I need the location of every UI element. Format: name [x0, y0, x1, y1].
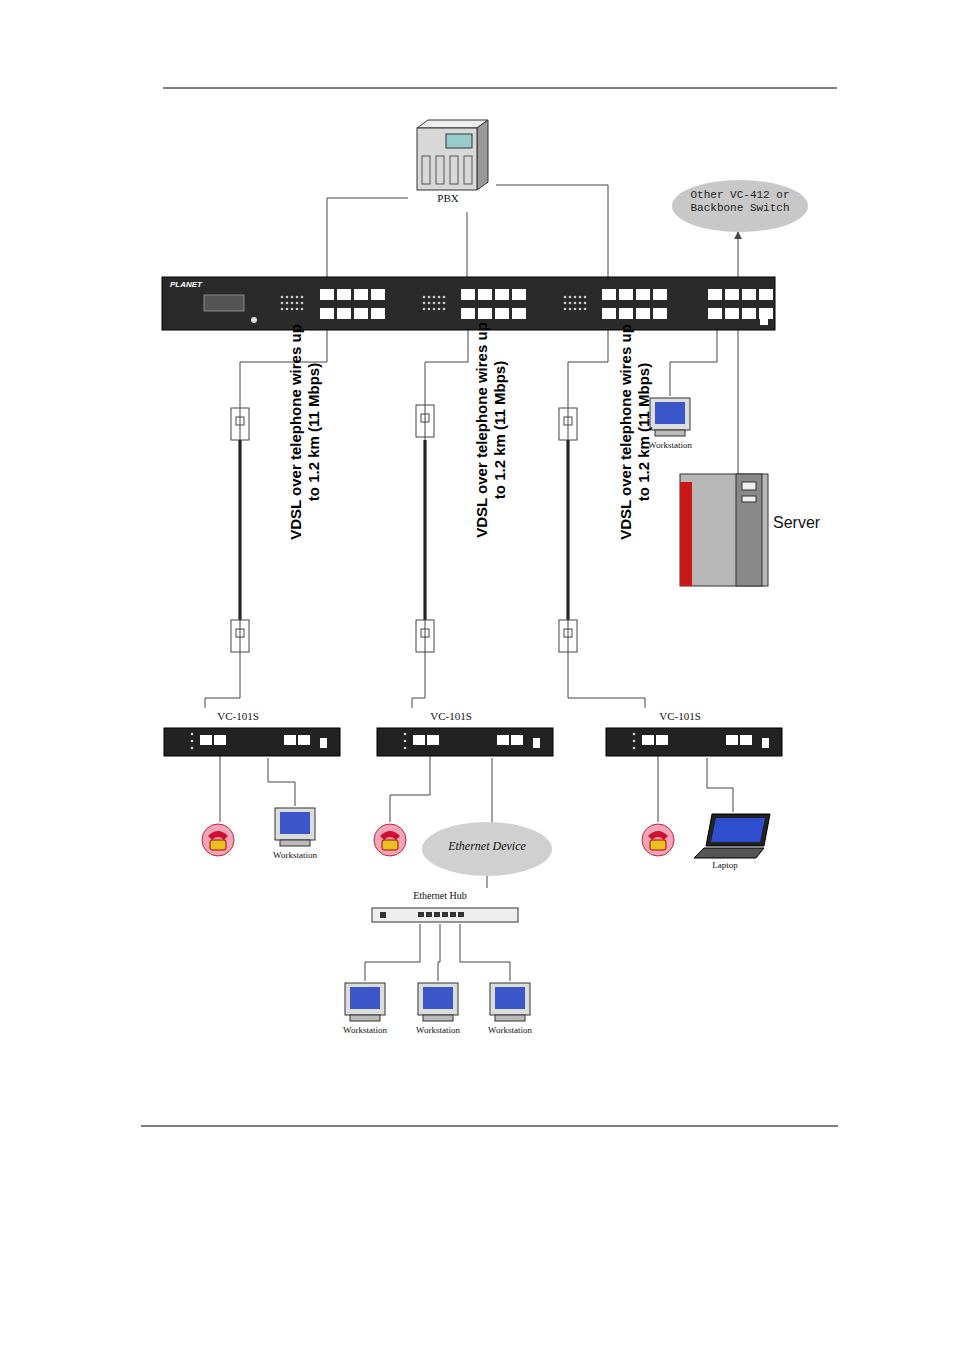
node-label: PBX: [408, 192, 488, 205]
node-label: Laptop: [690, 860, 760, 870]
link-label: VDSL over telephone wires up to 1.2 km (…: [287, 316, 323, 548]
pbx-unit: PBX: [408, 116, 496, 212]
node-label: Other VC-412 or Backbone Switch: [685, 189, 795, 214]
vc-101s-unit: VC-101S: [377, 708, 553, 758]
connector-line: [670, 330, 717, 396]
connector-line: [738, 330, 739, 474]
backbone-ellipse: Other VC-412 or Backbone Switch: [672, 180, 808, 232]
node-label: VC-101S: [415, 710, 487, 723]
workstation-icon: Workstation: [408, 981, 468, 1043]
server-unit: Server: [676, 474, 826, 588]
node-label: Workstation: [265, 850, 325, 860]
node-label: Workstation: [408, 1025, 468, 1035]
ethernet-device-ellipse: Ethernet Device: [422, 822, 552, 876]
connector-line: [412, 330, 468, 708]
link-label: VDSL over telephone wires up to 1.2 km (…: [473, 314, 509, 546]
connector-line: [487, 876, 488, 888]
bottom-rule: [141, 1126, 838, 1127]
node-label: VC-101S: [644, 710, 716, 723]
workstation-icon: Workstation: [335, 981, 395, 1043]
vdsl-splitters: [231, 405, 577, 652]
vc-101s-unit: VC-101S: [606, 708, 782, 758]
connector-line: [460, 924, 510, 981]
connector-line: [707, 758, 733, 812]
workstation-icon: Workstation: [265, 806, 325, 868]
node-label: Workstation: [335, 1025, 395, 1035]
node-label: Ethernet Hub: [400, 890, 480, 902]
connector-line: [492, 758, 493, 822]
sw-drawing: [162, 277, 775, 330]
connector-line: [268, 758, 295, 806]
workstation-icon: Workstation: [480, 981, 540, 1043]
link-label: VDSL over telephone wires up to 1.2 km (…: [617, 316, 653, 548]
connector-line: [496, 185, 608, 277]
ethernet-hub: Ethernet Hub: [370, 888, 520, 924]
node-label: PLANET: [170, 280, 230, 289]
top-rule: [163, 88, 837, 89]
vc-101s-unit: VC-101S: [164, 708, 340, 758]
connector-line: [467, 212, 468, 277]
connector-line: [327, 198, 408, 277]
connector-line: [438, 924, 440, 981]
laptop-icon: Laptop: [690, 812, 776, 876]
connector-line: [365, 924, 420, 981]
vdsl-switch: PLANET: [162, 277, 775, 330]
node-label: Server: [773, 514, 826, 532]
node-label: Workstation: [480, 1025, 540, 1035]
node-label: Ethernet Device: [427, 840, 547, 854]
node-label: VC-101S: [202, 710, 274, 723]
connector-line: [738, 232, 739, 277]
